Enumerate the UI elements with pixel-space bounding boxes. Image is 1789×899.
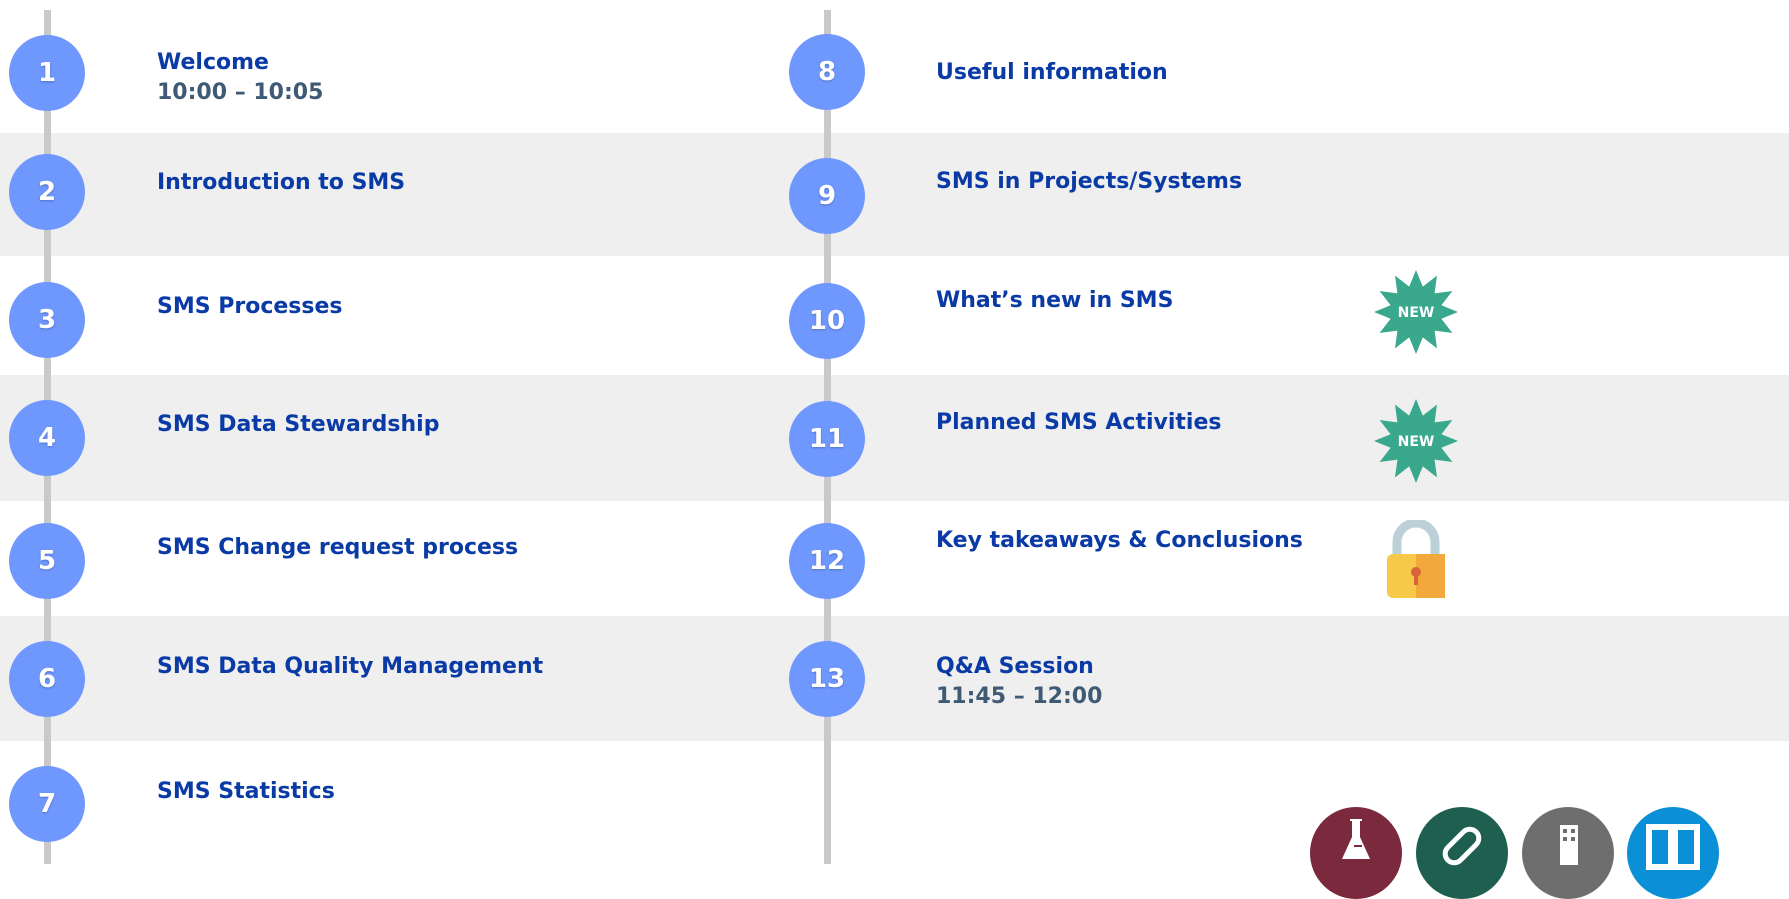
agenda-number-5: 5 [9, 523, 85, 599]
agenda-title-13: Q&A Session [936, 654, 1094, 679]
agenda-number-6: 6 [9, 641, 85, 717]
agenda-number-12: 12 [789, 523, 865, 599]
book-icon [1627, 807, 1719, 899]
agenda-number-11: 11 [789, 401, 865, 477]
new-badge-label: NEW [1398, 434, 1435, 450]
agenda-time-1: 10:00 – 10:05 [157, 80, 324, 105]
agenda-number-7: 7 [9, 766, 85, 842]
agenda-title-4: SMS Data Stewardship [157, 412, 440, 437]
row-band [0, 616, 1789, 741]
agenda-number-10: 10 [789, 283, 865, 359]
agenda-title-10: What’s new in SMS [936, 288, 1174, 313]
agenda-number-4: 4 [9, 400, 85, 476]
agenda-time-13: 11:45 – 12:00 [936, 684, 1103, 709]
new-badge-label: NEW [1398, 305, 1435, 321]
agenda-title-9: SMS in Projects/Systems [936, 169, 1243, 194]
agenda-title-2: Introduction to SMS [157, 170, 406, 195]
new-badge-icon: NEW [1374, 399, 1458, 483]
agenda-title-12: Key takeaways & Conclusions [936, 528, 1303, 553]
row-band [0, 375, 1789, 501]
row-band [0, 133, 1789, 256]
agenda-title-11: Planned SMS Activities [936, 410, 1222, 435]
agenda-title-5: SMS Change request process [157, 535, 519, 560]
agenda-number-8: 8 [789, 34, 865, 110]
agenda-title-3: SMS Processes [157, 294, 343, 319]
agenda-title-1: Welcome [157, 50, 269, 75]
agenda-number-2: 2 [9, 154, 85, 230]
agenda-title-7: SMS Statistics [157, 779, 335, 804]
padlock-icon [1387, 520, 1445, 598]
flask-icon [1310, 807, 1402, 899]
agenda-title-8: Useful information [936, 60, 1168, 85]
agenda-number-9: 9 [789, 158, 865, 234]
building-icon [1522, 807, 1614, 899]
agenda-number-3: 3 [9, 282, 85, 358]
new-badge-icon: NEW [1374, 270, 1458, 354]
agenda-number-1: 1 [9, 35, 85, 111]
pill-icon [1416, 807, 1508, 899]
agenda-title-6: SMS Data Quality Management [157, 654, 544, 679]
agenda-number-13: 13 [789, 641, 865, 717]
